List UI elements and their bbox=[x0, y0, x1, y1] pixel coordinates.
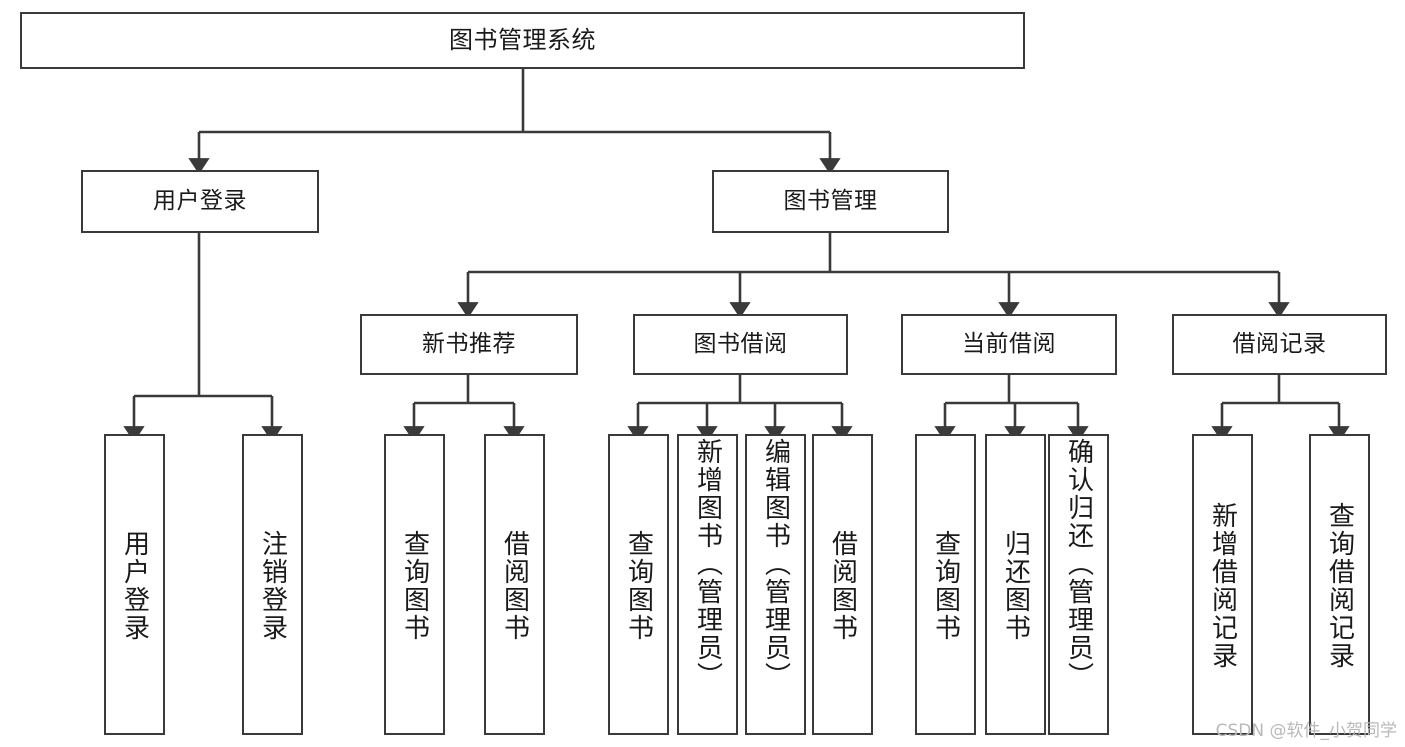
node-label: 用户登录 bbox=[153, 188, 247, 215]
node-current-borrow[interactable]: 当前借阅 bbox=[901, 314, 1117, 375]
node-label: 新增图书（管理员） bbox=[692, 438, 723, 690]
watermark-text: CSDN @软件_小贺同学 bbox=[1215, 721, 1397, 741]
node-borrow-record[interactable]: 借阅记录 bbox=[1172, 314, 1387, 375]
node-new-book-recommend[interactable]: 新书推荐 bbox=[360, 314, 578, 375]
node-label: 查询借阅记录 bbox=[1324, 501, 1355, 670]
node-label: 图书借阅 bbox=[693, 331, 788, 358]
node-leaf-add-borrow-record[interactable]: 新增借阅记录 bbox=[1192, 434, 1253, 735]
node-leaf-add-book[interactable]: 新增图书（管理员） bbox=[677, 434, 738, 735]
node-leaf-query-book-current[interactable]: 查询图书 bbox=[915, 434, 976, 735]
node-label: 注销登录 bbox=[257, 529, 288, 642]
node-leaf-query-borrow-record[interactable]: 查询借阅记录 bbox=[1309, 434, 1370, 735]
node-label: 新书推荐 bbox=[422, 331, 516, 358]
node-label: 当前借阅 bbox=[962, 331, 1056, 358]
node-label: 借阅图书 bbox=[499, 529, 530, 642]
node-book-borrow[interactable]: 图书借阅 bbox=[633, 314, 848, 375]
node-leaf-user-login[interactable]: 用户登录 bbox=[104, 434, 165, 735]
node-label: 借阅记录 bbox=[1232, 331, 1327, 358]
node-leaf-borrow-book[interactable]: 借阅图书 bbox=[812, 434, 873, 735]
node-label: 确认归还（管理员） bbox=[1063, 438, 1094, 690]
node-leaf-query-book-borrow[interactable]: 查询图书 bbox=[608, 434, 669, 735]
node-label: 图书管理系统 bbox=[449, 25, 596, 54]
node-leaf-query-book-recommend[interactable]: 查询图书 bbox=[384, 434, 445, 735]
node-label: 查询图书 bbox=[623, 529, 654, 642]
node-root-system[interactable]: 图书管理系统 bbox=[20, 12, 1025, 69]
node-leaf-borrow-book-recommend[interactable]: 借阅图书 bbox=[484, 434, 545, 735]
node-label: 图书管理 bbox=[783, 188, 878, 215]
node-label: 用户登录 bbox=[119, 529, 150, 642]
node-leaf-logout-login[interactable]: 注销登录 bbox=[242, 434, 303, 735]
node-label: 借阅图书 bbox=[827, 529, 858, 642]
node-label: 新增借阅记录 bbox=[1207, 501, 1238, 670]
node-leaf-confirm-return[interactable]: 确认归还（管理员） bbox=[1048, 434, 1109, 735]
node-book-management[interactable]: 图书管理 bbox=[712, 170, 949, 233]
node-label: 查询图书 bbox=[930, 529, 961, 642]
node-leaf-return-book[interactable]: 归还图书 bbox=[985, 434, 1046, 735]
node-label: 归还图书 bbox=[1000, 529, 1031, 642]
node-label: 查询图书 bbox=[399, 529, 430, 642]
node-label: 编辑图书（管理员） bbox=[760, 438, 791, 690]
node-user-login[interactable]: 用户登录 bbox=[81, 170, 319, 233]
node-leaf-edit-book[interactable]: 编辑图书（管理员） bbox=[745, 434, 806, 735]
